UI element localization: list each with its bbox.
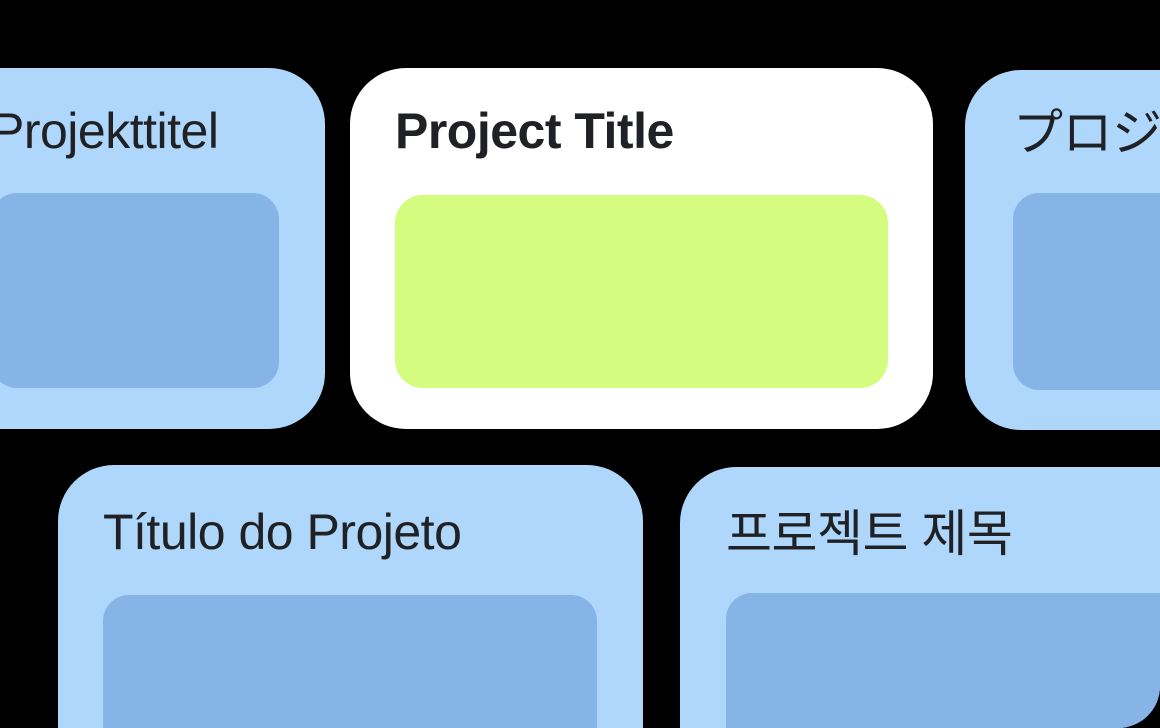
project-title-card-german[interactable]: Projekttitel [0,68,325,429]
card-title-portuguese: Título do Projeto [103,504,462,560]
card-title-english: Project Title [395,103,674,159]
title-placeholder-block [103,595,597,728]
project-title-card-japanese[interactable]: プロジェクト名 [965,70,1160,430]
title-placeholder-block [1013,193,1160,390]
project-title-card-english[interactable]: Project Title [350,68,933,429]
card-title-german: Projekttitel [0,103,219,159]
card-title-japanese: プロジェクト名 [1013,105,1160,161]
project-title-card-portuguese[interactable]: Título do Projeto [58,465,643,728]
card-title-korean: 프로젝트 제목 [726,506,1013,562]
title-placeholder-block [726,593,1160,728]
project-title-card-korean[interactable]: 프로젝트 제목 [680,467,1160,728]
title-placeholder-block-highlighted [395,195,888,388]
title-placeholder-block [0,193,279,388]
